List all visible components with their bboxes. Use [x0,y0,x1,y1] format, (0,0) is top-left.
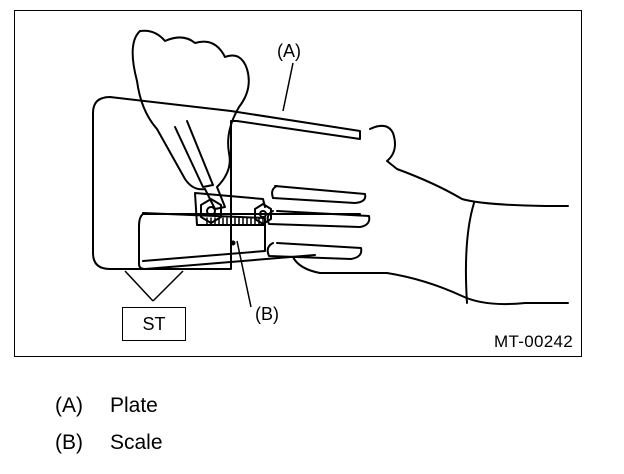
st-label: ST [142,313,166,334]
leader-b [236,240,252,308]
legend: (A) Plate (B) Scale [55,387,163,461]
legend-key: (A) [55,393,83,417]
left-hand [131,29,250,210]
nut-icon-2 [254,203,272,225]
leader-st-right [152,270,184,302]
right-hand [292,124,569,306]
leader-a [282,62,294,112]
finger-3 [266,242,363,260]
legend-key: (B) [55,430,83,454]
figure-code: MT-00242 [494,332,573,351]
special-tool-plate [92,96,361,270]
diagram-figure: (A) (B) ST MT-00242 [14,10,582,357]
legend-item: (B) Scale [55,424,163,461]
nut-icon [200,198,222,224]
sleeve [464,202,475,304]
st-label-box: ST [122,307,186,341]
legend-text: Scale [110,430,163,454]
legend-item: (A) Plate [55,387,163,424]
wrench-handle [174,120,214,188]
finger-1 [271,185,367,204]
wrench-jaw [194,192,266,226]
legend-text: Plate [110,393,158,417]
scale-pointer-dot [230,240,236,246]
callout-b-label: (B) [255,304,279,324]
illustration [92,29,569,308]
callout-a-label: (A) [277,41,301,61]
scale-ruler [142,212,266,262]
finger-2 [266,210,371,228]
leader-st-left [124,270,154,302]
plate-a [138,213,361,270]
